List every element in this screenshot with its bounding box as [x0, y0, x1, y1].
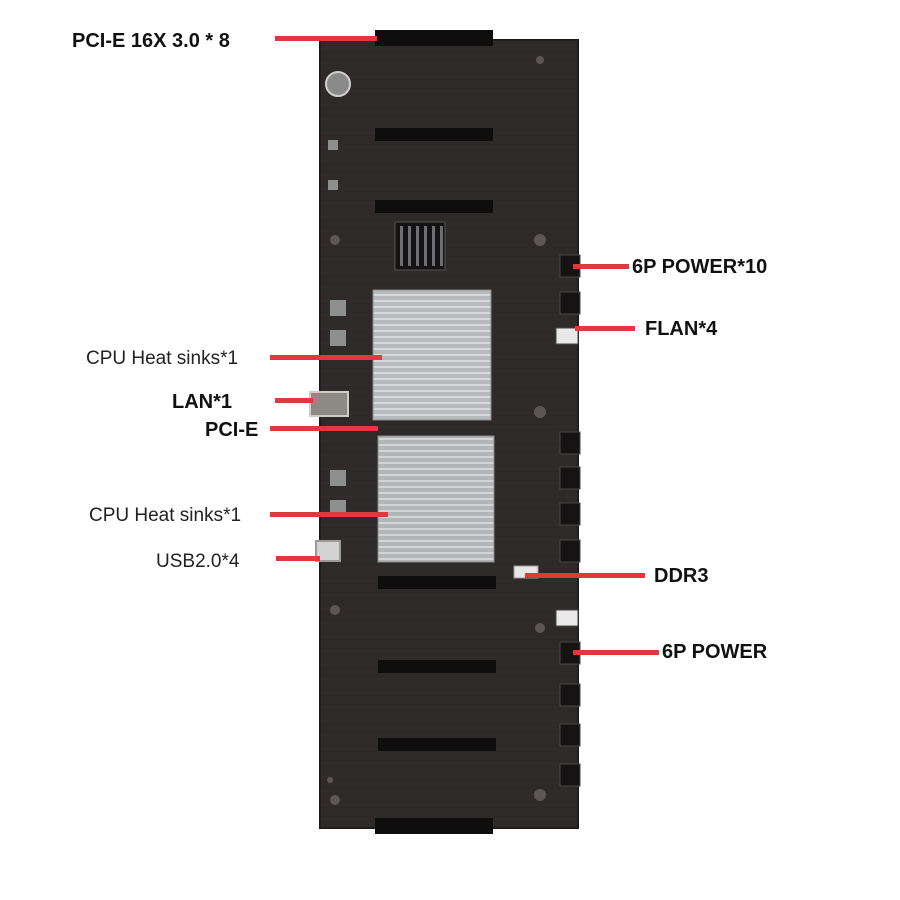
pcie-slot: [375, 818, 493, 834]
chipset: [394, 221, 446, 271]
pointer-line-ddr3: [525, 573, 645, 578]
pcie-slot: [378, 576, 496, 589]
label-pcie-16x: PCI-E 16X 3.0 * 8: [72, 30, 230, 52]
pcie-slot: [378, 660, 496, 673]
pointer-line-usb: [276, 556, 320, 561]
pcie-slot: [378, 738, 496, 751]
label-6p-power-10: 6P POWER*10: [632, 256, 768, 278]
pointer-line-6p-power-10: [573, 264, 629, 269]
label-lan: LAN*1: [172, 391, 233, 413]
pointer-line-cpu-top: [270, 355, 382, 360]
cpu-heatsink-bottom: [377, 435, 495, 563]
label-pcie: PCI-E: [205, 419, 259, 441]
power-connectors: [555, 254, 581, 787]
label-usb: USB2.0*4: [156, 551, 240, 572]
pcie-slot: [375, 128, 493, 141]
label-cpu-heatsink-bottom: CPU Heat sinks*1: [89, 505, 242, 526]
pcie-slot: [375, 30, 493, 46]
pointer-line-6p-power: [573, 650, 659, 655]
usb-port: [315, 540, 341, 562]
pointer-line-pcie: [270, 426, 378, 431]
label-cpu-heatsink-top: CPU Heat sinks*1: [86, 348, 239, 369]
lan-port: [309, 391, 349, 417]
pointer-line-cpu-bottom: [270, 512, 388, 517]
pointer-line-lan: [275, 398, 313, 403]
label-flan: FLAN*4: [645, 318, 718, 340]
label-ddr3: DDR3: [654, 565, 709, 587]
pointer-line-pcie16x: [275, 36, 377, 41]
pcie-slots: [375, 30, 496, 834]
pointer-line-flan: [575, 326, 635, 331]
cpu-heatsink-top: [372, 289, 492, 421]
label-6p-power: 6P POWER: [662, 641, 768, 663]
pcie-slot: [375, 200, 493, 213]
cmos-battery: [325, 71, 351, 97]
